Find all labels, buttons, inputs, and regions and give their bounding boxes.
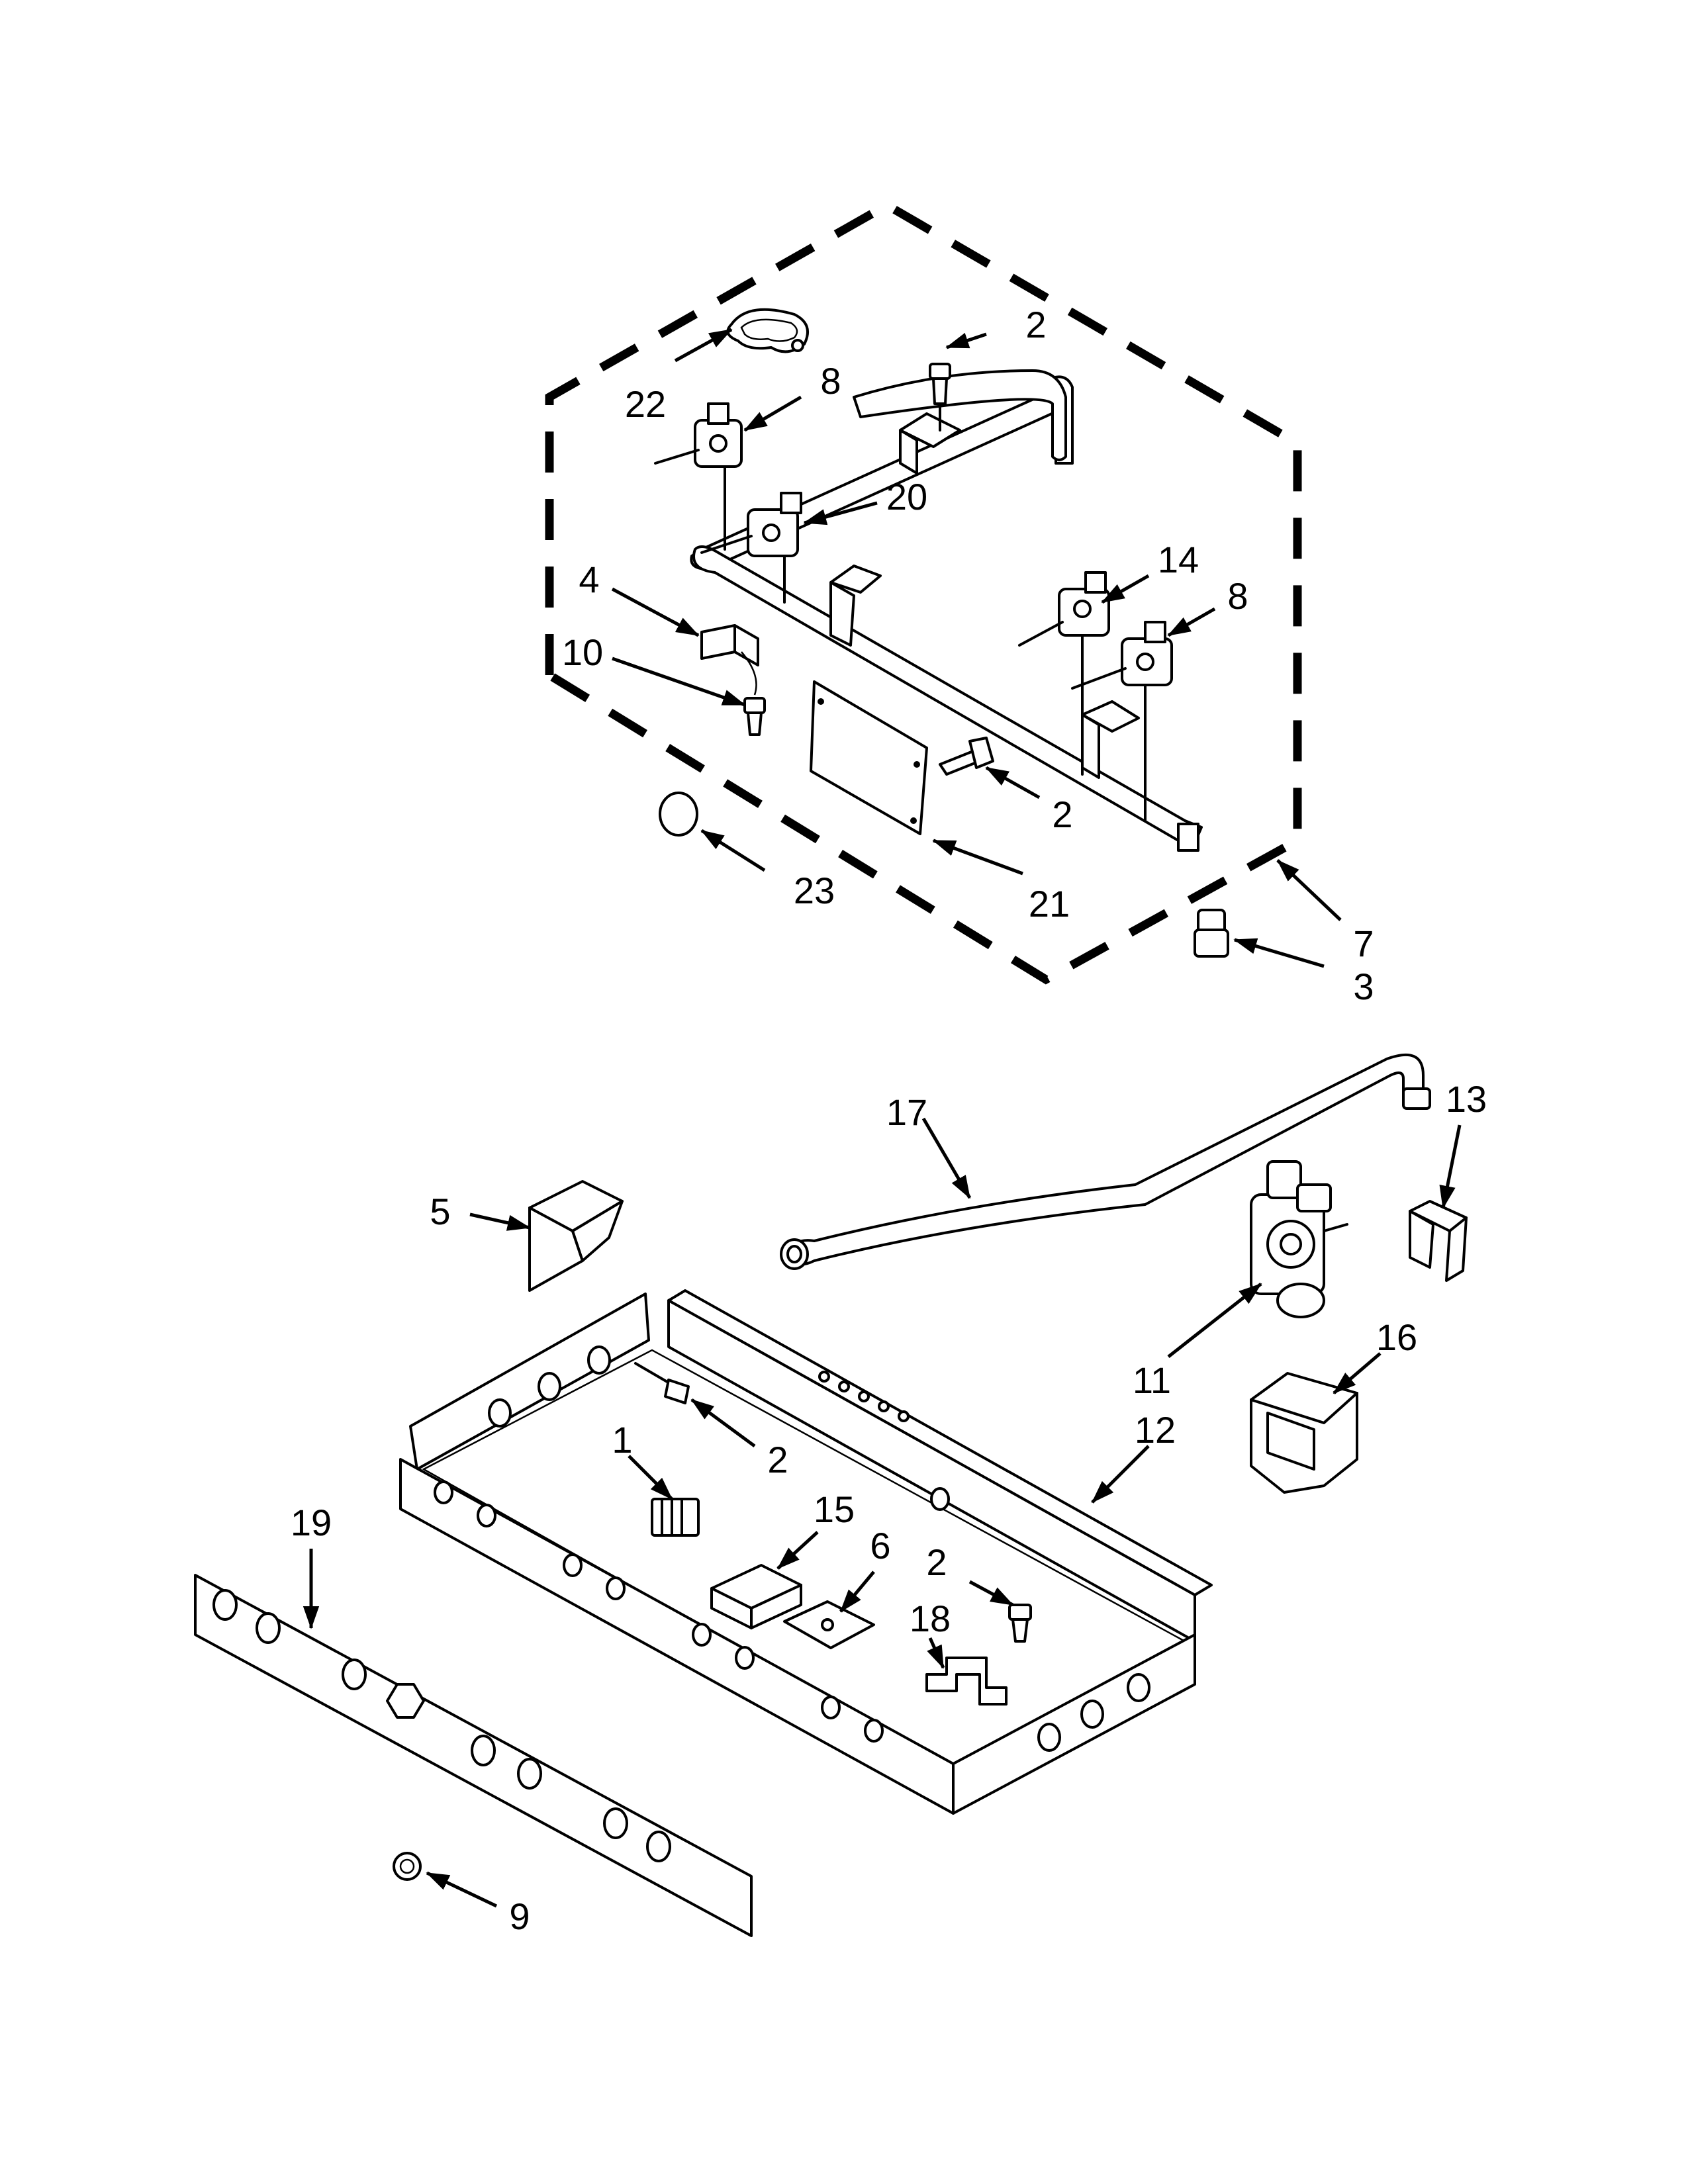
burner-valve-right-bottom [1071,621,1173,822]
mounting-bracket-13 [1409,1200,1468,1282]
callout-15: 15 [814,1488,855,1530]
side-bracket-5 [528,1180,624,1292]
terminal-block [651,1498,700,1537]
callout-10: 10 [562,631,603,673]
callout-5: 5 [430,1191,450,1232]
burner-valve-left-top [654,402,743,551]
leader-10 [612,657,746,707]
callout-1: 1 [612,1419,632,1461]
leader-18 [927,1637,945,1669]
screw-chassis-left [634,1362,690,1404]
leader-arrows [303,328,1462,1908]
leader-2d [968,1580,1014,1607]
leader-2a [945,332,987,349]
callout-8: 8 [1227,575,1248,617]
screw-top [929,363,951,432]
screw-chassis-right [1008,1604,1032,1643]
callout-6: 6 [870,1525,890,1567]
callout-16: 16 [1376,1316,1417,1358]
callout-2: 2 [926,1541,947,1583]
manifold-pipe [690,375,1203,852]
leader-12 [1091,1445,1150,1504]
callout-2: 2 [1025,304,1046,345]
junction-box [1250,1372,1358,1494]
front-trim-panel [194,1574,753,1937]
callout-3: 3 [1353,966,1374,1007]
spark-module [710,1564,802,1629]
leader-14 [1101,574,1150,604]
callout-20: 20 [886,476,927,518]
leader-3 [1233,938,1325,968]
leader-20 [803,501,878,525]
leader-4 [611,587,700,637]
callout-18: 18 [910,1598,951,1639]
leader-17 [921,1117,972,1199]
pressure-regulator [1250,1160,1348,1318]
callout-labels: 22 8 2 20 4 10 14 8 2 23 21 7 3 17 13 5 … [291,304,1487,1937]
leader-8a [743,395,802,432]
burner-box-chassis [399,1289,1213,1815]
manifold-bracket-middle [829,565,882,647]
leader-2c [690,1398,756,1448]
leader-16 [1333,1352,1382,1394]
leader-9 [426,1871,498,1908]
leader-7 [1276,859,1342,921]
leader-8b [1167,607,1216,637]
callout-2: 2 [1052,794,1072,835]
callout-17: 17 [886,1091,927,1133]
mounting-bracket-18 [925,1657,1008,1706]
callout-22: 22 [625,383,666,425]
leader-23 [700,829,766,872]
leader-22 [674,328,733,363]
leader-6 [839,1570,875,1613]
manifold-bracket-right [1081,700,1140,779]
burner-valve-left-middle [700,492,802,604]
callout-13: 13 [1446,1078,1487,1120]
callout-7: 7 [1353,923,1374,964]
manifold-bracket-top [899,412,961,475]
pipe-fitting [1194,909,1229,958]
callout-14: 14 [1158,539,1199,580]
screw-middle [939,737,994,776]
callout-21: 21 [1029,883,1070,925]
gasket [726,308,809,353]
screw-10 [743,697,766,736]
callout-11: 11 [1133,1359,1171,1401]
mounting-plate-6 [783,1600,875,1649]
callout-9: 9 [509,1895,530,1937]
leader-13 [1439,1124,1462,1209]
orifice-disc [659,792,698,837]
clip-bracket [700,624,759,696]
gas-supply-pipe [780,1053,1431,1270]
leader-21 [932,839,1023,876]
callout-12: 12 [1135,1409,1176,1451]
leader-15 [776,1531,819,1570]
leader-11 [1167,1283,1262,1358]
manifold-top-bend [853,369,1067,461]
callout-4: 4 [579,559,599,600]
callout-23: 23 [794,870,835,911]
leader-2b [985,766,1041,799]
callout-19: 19 [291,1502,332,1543]
manifold-assembly-boundary [545,200,1302,985]
callout-8: 8 [820,360,841,402]
cover-plate [810,680,928,835]
leader-1 [628,1455,673,1500]
callout-2: 2 [767,1439,788,1480]
panel-grommet [393,1852,422,1881]
leader-5 [469,1212,531,1231]
